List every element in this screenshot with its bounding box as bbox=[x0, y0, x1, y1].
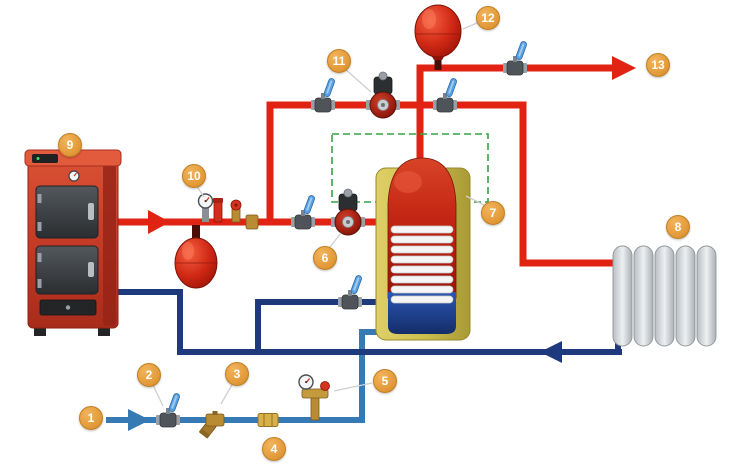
callout-1: 1 bbox=[79, 406, 103, 430]
callout-12-number: 12 bbox=[481, 11, 495, 25]
solid-fuel-boiler bbox=[24, 149, 122, 336]
callout-10: 10 bbox=[182, 164, 206, 188]
callout-4: 4 bbox=[262, 437, 286, 461]
callout-13-number: 13 bbox=[651, 58, 665, 72]
callout-10-number: 10 bbox=[187, 169, 201, 183]
callout-4-number: 4 bbox=[270, 442, 278, 456]
callout-2: 2 bbox=[137, 363, 161, 387]
boiler-return-pipe bbox=[118, 289, 622, 355]
boiler-circulation-pump bbox=[330, 188, 366, 236]
callout-11: 11 bbox=[327, 49, 351, 73]
strainer-filter bbox=[199, 411, 225, 439]
dhw-circulation-pump bbox=[365, 71, 401, 119]
boiler-safety-group bbox=[197, 193, 259, 230]
callout-5: 5 bbox=[373, 369, 397, 393]
coil-return-valve bbox=[337, 274, 363, 310]
supply-valve bbox=[290, 194, 316, 230]
boiler-pressure-gauge bbox=[197, 193, 214, 209]
hot-water-outlet-arrow bbox=[612, 56, 636, 80]
callout-6-number: 6 bbox=[321, 251, 329, 265]
cold-pressure-gauge bbox=[298, 374, 314, 390]
callout-2-number: 2 bbox=[145, 368, 153, 382]
heat-exchanger-coil bbox=[390, 225, 454, 304]
loop-valve-right bbox=[432, 77, 458, 113]
supply-flow-arrow bbox=[148, 210, 170, 234]
callout-13: 13 bbox=[646, 53, 670, 77]
cold-water-pipe bbox=[106, 329, 380, 423]
dhw-outlet-valve bbox=[502, 40, 528, 76]
flow-arrows bbox=[128, 56, 636, 431]
callout-5-number: 5 bbox=[381, 374, 389, 388]
callout-3: 3 bbox=[225, 362, 249, 386]
callout-6: 6 bbox=[313, 246, 337, 270]
callout-7: 7 bbox=[481, 201, 505, 225]
cold-safety-group bbox=[298, 374, 330, 421]
callout-8: 8 bbox=[666, 215, 690, 239]
callout-1-number: 1 bbox=[87, 411, 95, 425]
callout-3-number: 3 bbox=[233, 367, 241, 381]
callout-11-number: 11 bbox=[332, 54, 346, 68]
boiler-upper-door bbox=[35, 185, 99, 239]
union-coupling bbox=[257, 413, 279, 427]
loop-valve-left bbox=[310, 77, 336, 113]
boiler-lower-door bbox=[35, 245, 99, 295]
dhw-outlet-pipe bbox=[416, 64, 614, 160]
radiator bbox=[612, 245, 717, 347]
dhw-expansion-vessel bbox=[414, 4, 462, 70]
cold-water-inlet-arrow bbox=[128, 409, 150, 431]
boiler-controller bbox=[32, 154, 58, 163]
callout-8-number: 8 bbox=[674, 220, 682, 234]
pipes bbox=[106, 54, 622, 423]
indirect-water-heater-tank bbox=[375, 157, 471, 341]
callout-7-number: 7 bbox=[489, 206, 497, 220]
callout-9: 9 bbox=[58, 133, 82, 157]
return-flow-arrow bbox=[540, 341, 562, 363]
expansion-tank bbox=[174, 225, 218, 289]
callout-12: 12 bbox=[476, 6, 500, 30]
heating-loop-pipe bbox=[266, 101, 616, 267]
callout-9-number: 9 bbox=[66, 138, 74, 152]
